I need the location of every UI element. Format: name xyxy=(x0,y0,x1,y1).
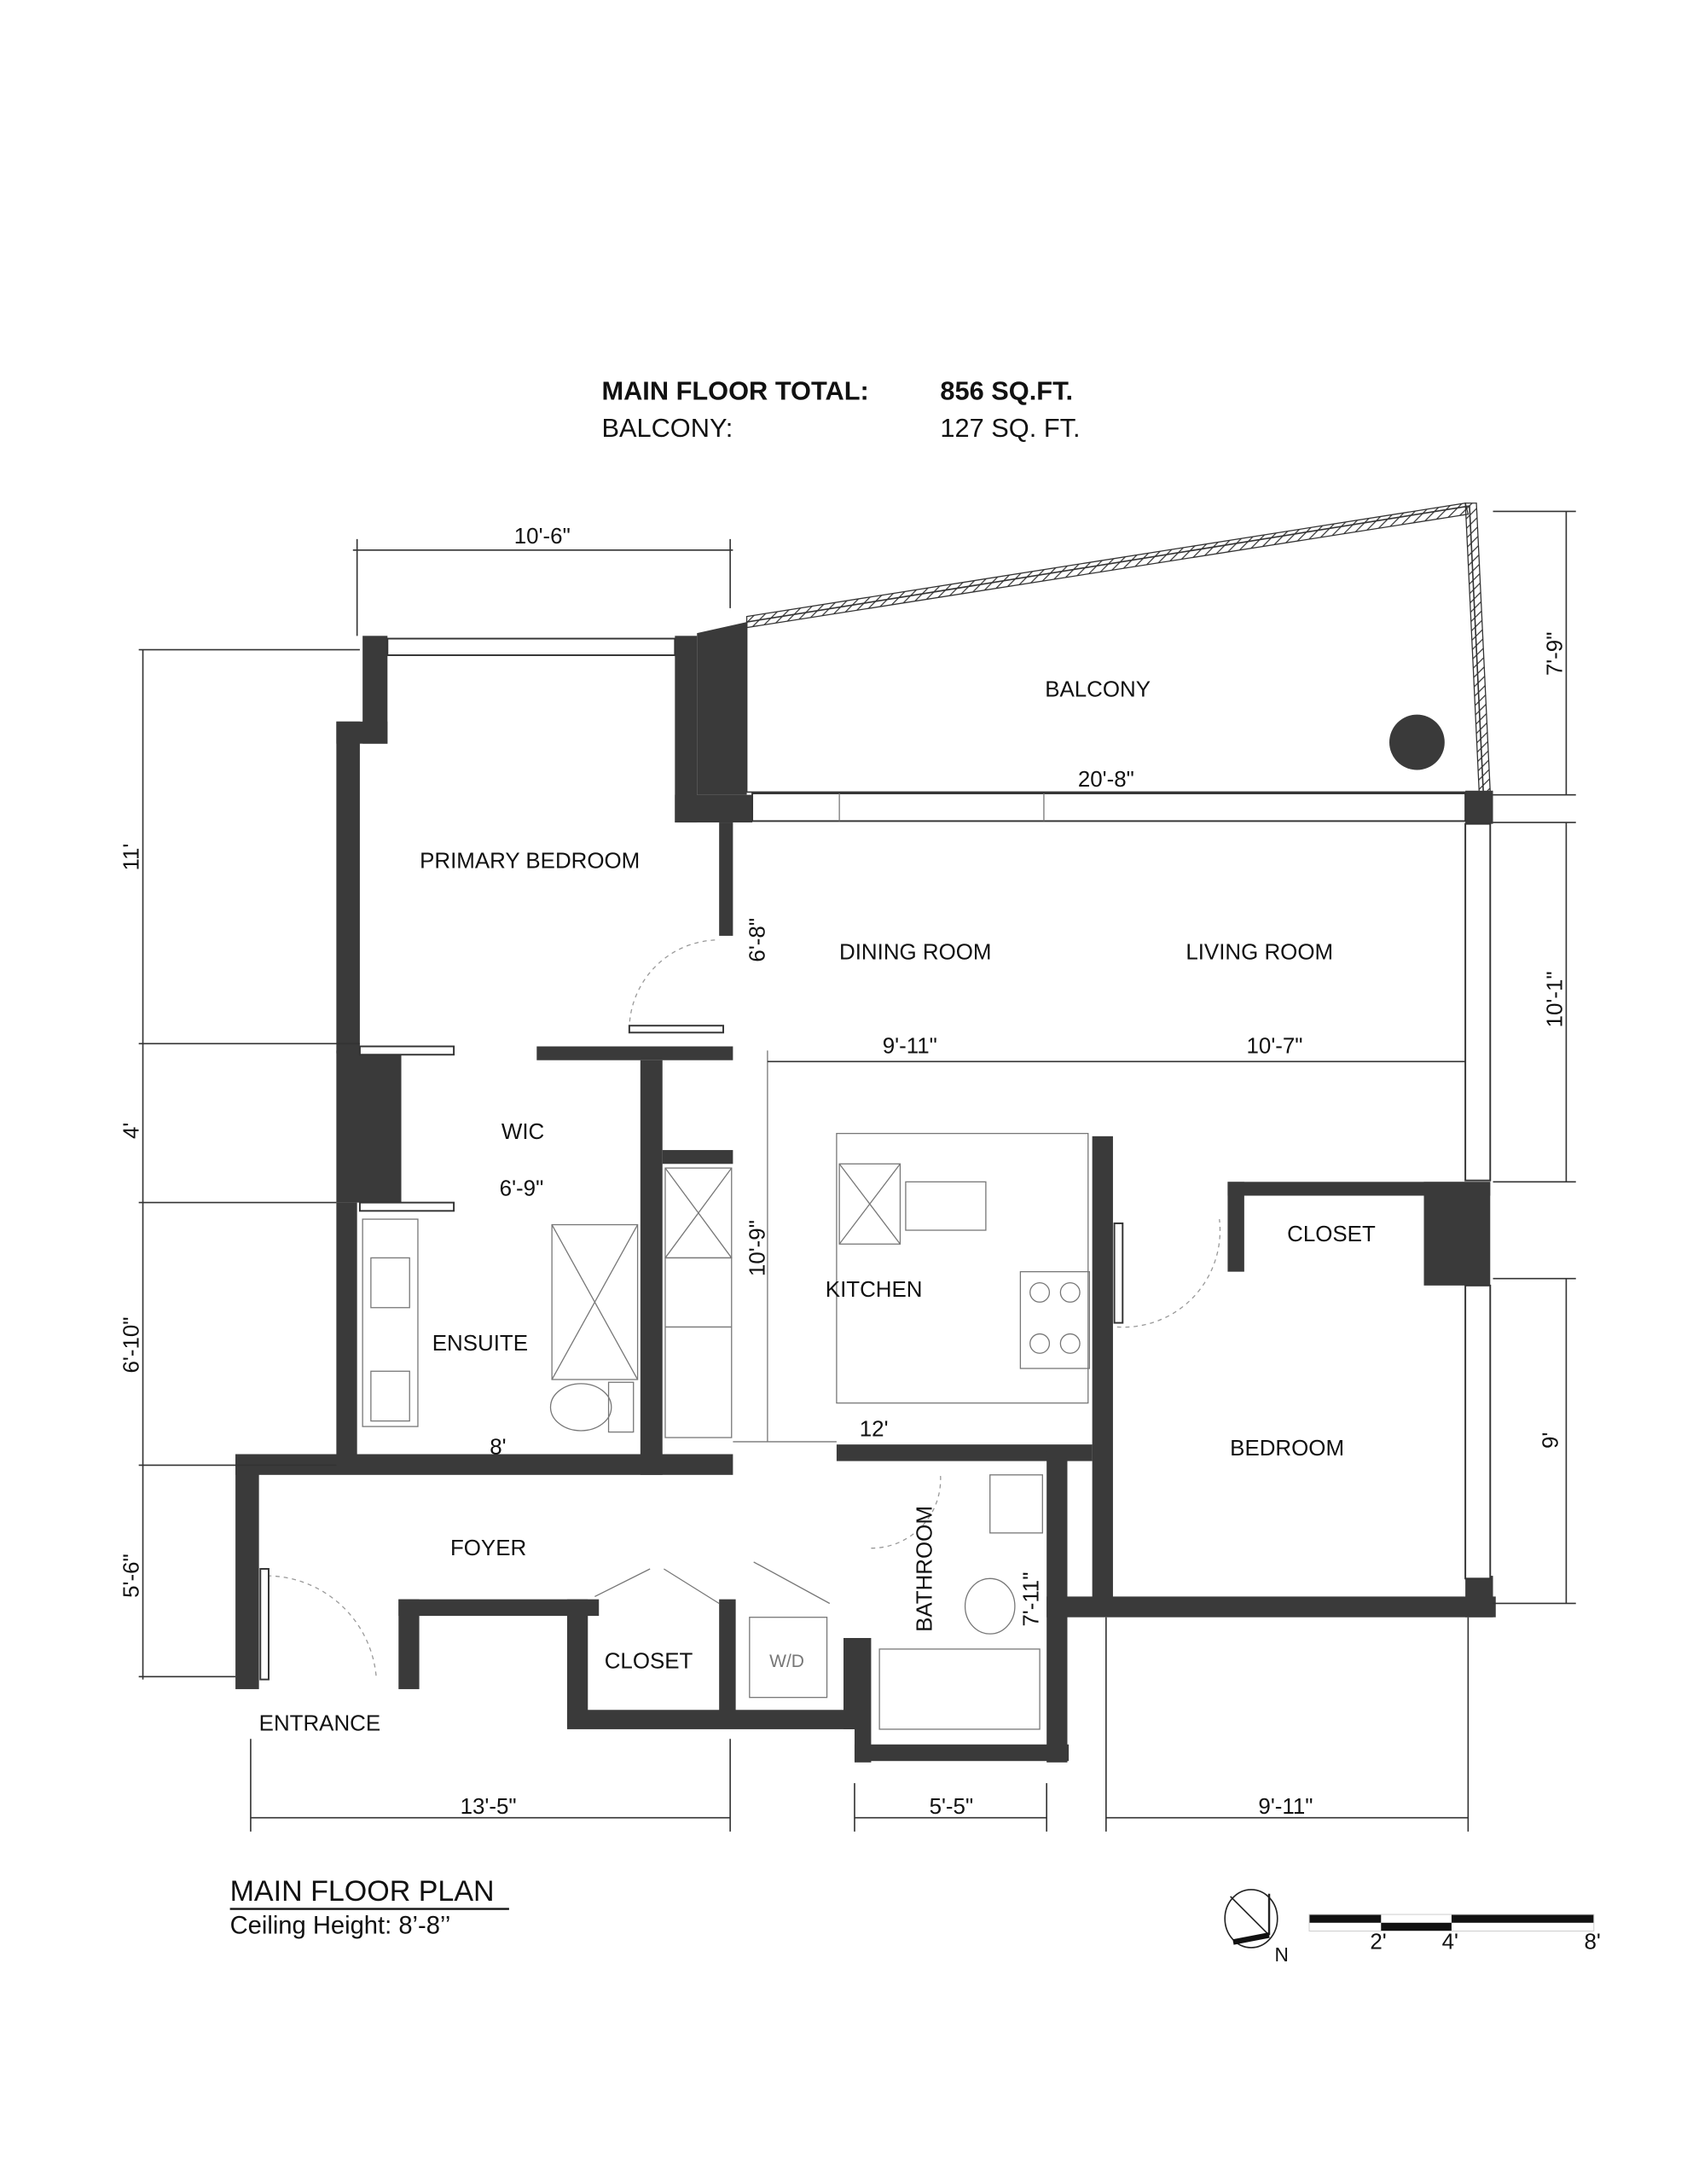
dim-bathroom-depth: 7'-11" xyxy=(1019,1572,1043,1627)
balcony-column xyxy=(1389,714,1445,770)
dim-living-width: 10'-7" xyxy=(1247,1035,1303,1059)
plan-title-block: MAIN FLOOR PLAN Ceiling Height: 8’-8’’ xyxy=(229,1875,509,1940)
room-bedroom: BEDROOM xyxy=(1230,1437,1344,1461)
room-wic: WIC xyxy=(501,1120,544,1144)
scale-bar: 2' 4' 8' xyxy=(1308,1914,1601,1955)
vanity xyxy=(362,1218,419,1427)
cooktop xyxy=(1019,1270,1091,1369)
dim-primary-width: 10'-6" xyxy=(514,525,571,549)
room-balcony: BALCONY xyxy=(1045,678,1151,702)
bathroom-toilet xyxy=(964,1577,1016,1635)
room-bathroom: BATHROOM xyxy=(913,1506,937,1632)
area-summary: MAIN FLOOR TOTAL: 856 SQ.FT. BALCONY: 12… xyxy=(601,375,1080,443)
dim-living-depth: 10'-1" xyxy=(1544,971,1568,1027)
ensuite-toilet xyxy=(549,1383,612,1432)
scale-label-2: 2' xyxy=(1370,1931,1386,1955)
dim-dining-width: 9'-11" xyxy=(883,1035,937,1059)
fixtures xyxy=(362,1050,1091,1730)
dim-wic-depth: 4' xyxy=(120,1123,144,1139)
dim-balcony-depth: 7'-9" xyxy=(1544,632,1568,677)
dim-bedroom-width: 9'-11" xyxy=(1258,1795,1313,1819)
walls xyxy=(235,622,1496,1763)
dim-balcony-width: 20'-8" xyxy=(1078,768,1134,792)
dimension-lines xyxy=(138,510,1576,1832)
doors xyxy=(259,939,1221,1681)
dim-kitchen-depth: 10'-9" xyxy=(746,1220,770,1276)
main-floor-total-value: 856 SQ.FT. xyxy=(940,375,1073,405)
dim-wic-width: 6'-9" xyxy=(500,1177,544,1201)
balcony xyxy=(745,502,1491,793)
room-kitchen: KITCHEN xyxy=(826,1278,923,1302)
main-floor-total-label: MAIN FLOOR TOTAL: xyxy=(601,375,868,405)
room-closet-foyer: CLOSET xyxy=(605,1650,693,1674)
dim-bathroom-width: 5'-5" xyxy=(930,1795,974,1819)
dim-ensuite-depth: 6'-10" xyxy=(120,1317,144,1374)
entrance-door[interactable] xyxy=(259,1568,270,1681)
dim-foyer-depth: 5'-6" xyxy=(120,1554,144,1598)
windows xyxy=(358,637,1492,1580)
kitchen-island xyxy=(836,1132,1089,1404)
room-ensuite: ENSUITE xyxy=(432,1332,528,1356)
dim-ensuite-width: 8' xyxy=(490,1436,506,1460)
dim-dining-depth: 6'-8" xyxy=(746,918,770,962)
washer-dryer xyxy=(749,1617,828,1699)
room-dining: DINING ROOM xyxy=(839,940,991,964)
dimension-labels: 10'-6" 7'-9" 20'-8" 11' 6'-8" 9'-11" 10'… xyxy=(120,525,1568,1819)
dim-foyer-width: 13'-5" xyxy=(461,1795,517,1819)
room-foyer: FOYER xyxy=(450,1536,526,1560)
room-living: LIVING ROOM xyxy=(1186,940,1333,964)
room-entrance: ENTRANCE xyxy=(259,1712,380,1736)
dim-bedroom-depth: 9' xyxy=(1539,1432,1563,1449)
balcony-area-value: 127 SQ. FT. xyxy=(940,413,1080,443)
room-primary-bedroom: PRIMARY BEDROOM xyxy=(420,850,640,874)
plan-title: MAIN FLOOR PLAN xyxy=(230,1875,495,1908)
bathtub xyxy=(878,1648,1041,1730)
room-closet-bedroom: CLOSET xyxy=(1287,1223,1376,1246)
dim-kitchen-width: 12' xyxy=(860,1417,889,1441)
dim-primary-depth: 11' xyxy=(120,844,144,871)
north-label: N xyxy=(1275,1943,1289,1966)
north-arrow: N xyxy=(1224,1889,1289,1966)
scale-label-4: 4' xyxy=(1442,1931,1458,1955)
balcony-area-label: BALCONY: xyxy=(601,413,733,443)
shower xyxy=(551,1223,639,1380)
scale-label-8: 8' xyxy=(1584,1931,1600,1955)
room-labels: BALCONY PRIMARY BEDROOM DINING ROOM LIVI… xyxy=(259,678,1376,1736)
pantry xyxy=(664,1257,733,1438)
bathroom-sink xyxy=(989,1474,1043,1534)
ceiling-height: Ceiling Height: 8’-8’’ xyxy=(230,1913,451,1940)
room-wd: W/D xyxy=(769,1652,804,1671)
